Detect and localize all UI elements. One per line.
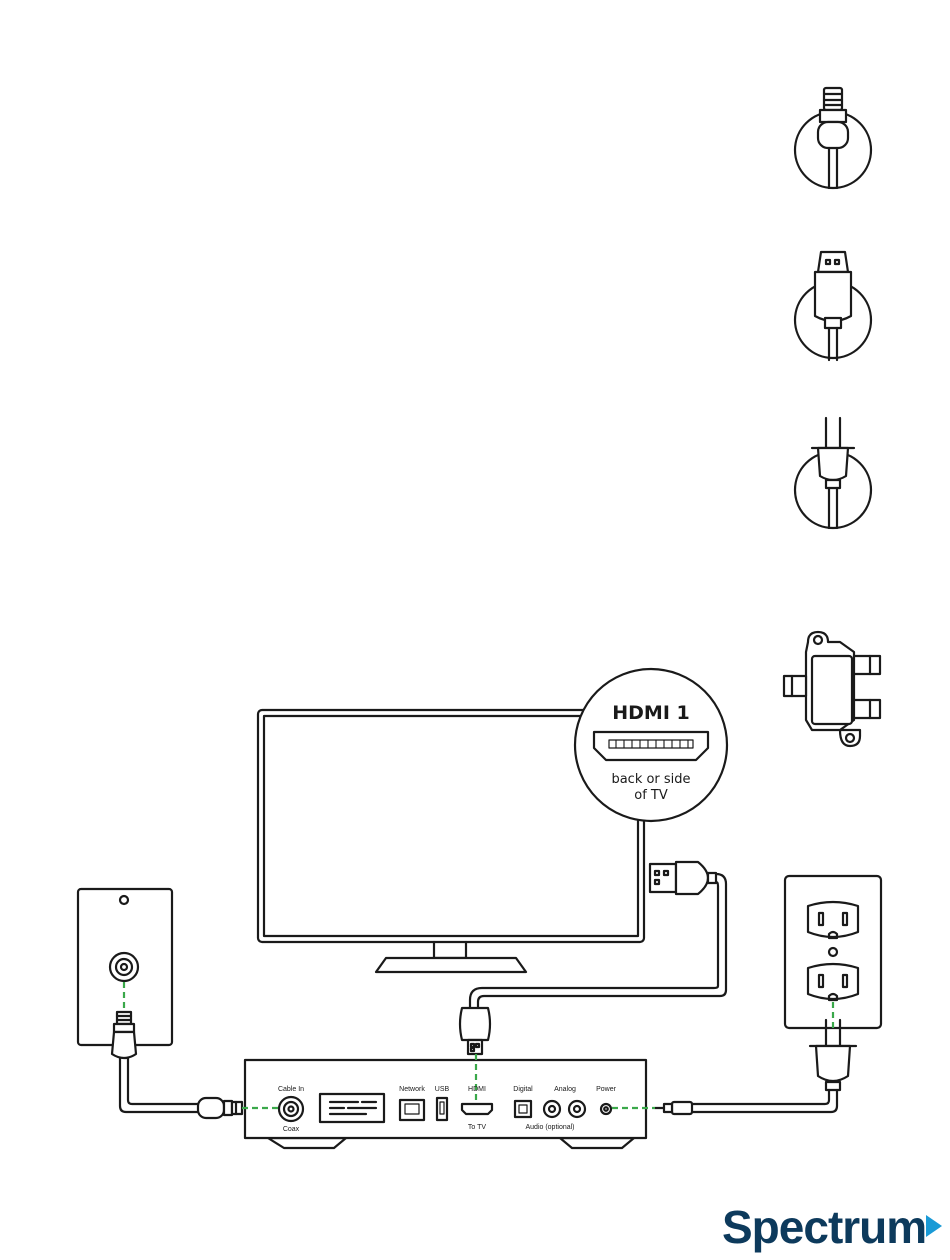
label-audio-optional: Audio (optional) [525,1124,574,1131]
callout-location-line1: back or side [611,772,690,787]
brand-name: Spectrum [722,1201,926,1253]
power-cord [655,1020,856,1114]
brand-arrow-icon [926,1215,942,1237]
coax-connector-icon [795,88,871,188]
coax-splitter-icon [784,632,880,746]
label-network: Network [399,1086,425,1093]
hdmi-connector-icon [795,252,871,360]
coax-cable [112,1012,242,1118]
label-coax: Coax [283,1126,300,1133]
spectrum-logo: Spectrum [722,1201,942,1253]
label-analog: Analog [554,1086,576,1093]
label-usb: USB [435,1086,450,1093]
label-power: Power [596,1086,617,1093]
callout-port-name: HDMI 1 [612,702,689,724]
receiver-box-icon [245,1060,646,1148]
label-digital: Digital [513,1086,533,1093]
power-plug-icon [795,418,871,528]
label-cable-in: Cable In [278,1086,304,1093]
label-to-tv: To TV [468,1124,486,1131]
callout-location-line2: of TV [634,788,668,803]
label-hdmi: HDMI [468,1086,486,1093]
